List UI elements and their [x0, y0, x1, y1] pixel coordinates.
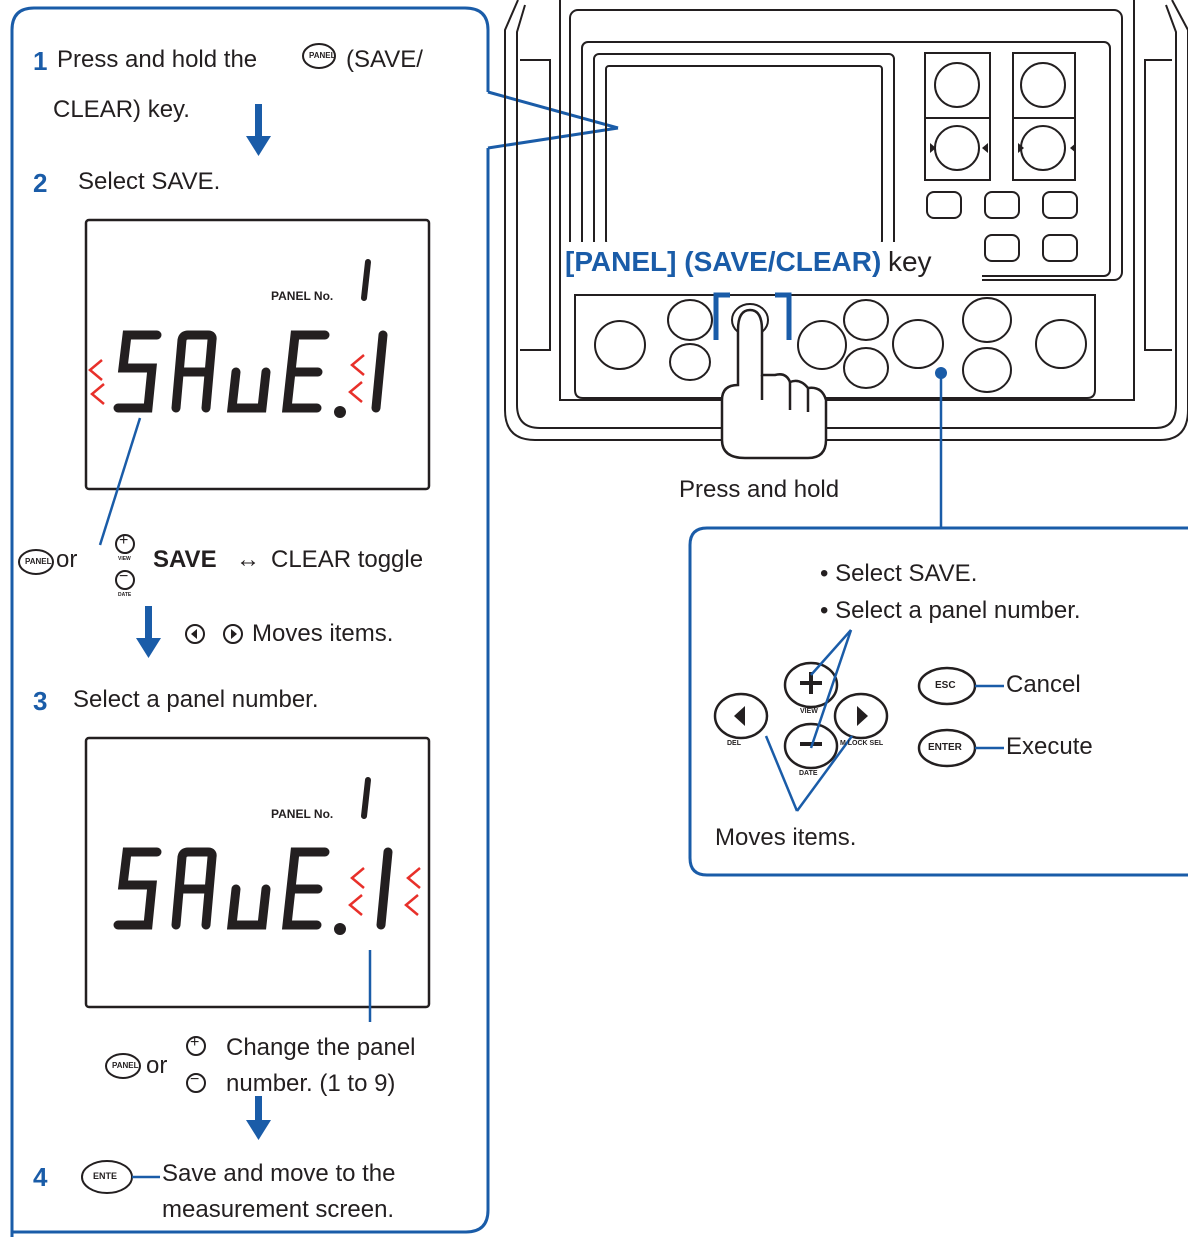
connector-top [487, 90, 619, 130]
legend-cancel: Cancel [1006, 671, 1081, 698]
callout-key-name: [PANEL] (SAVE/CLEAR) [565, 246, 882, 277]
change-plus: + [190, 1034, 200, 1051]
toggle-key-icons [18, 534, 243, 644]
steps-panel-border [10, 6, 490, 1237]
step-3-text: Select a panel number. [73, 686, 319, 713]
legend-view-label: VIEW [800, 708, 818, 715]
toggle-or: or [56, 546, 78, 573]
legend-bullet-panel: • Select a panel number. [820, 597, 1081, 624]
enter-key-icon-step4 [81, 1160, 160, 1194]
change-minus: − [190, 1071, 200, 1088]
legend-esc-key-label: ESC [935, 680, 956, 691]
toggle-view-label: VIEW [118, 556, 131, 562]
device-callout: [PANEL] (SAVE/CLEAR) key [565, 248, 932, 276]
change-line-1: Change the panel [226, 1034, 416, 1061]
enter-key-label: ENTE [93, 1171, 118, 1181]
toggle-rest: CLEAR toggle [271, 546, 424, 573]
toggle-plus: + [119, 532, 129, 549]
legend-lock-sel-label: M LOCK SEL [840, 740, 884, 747]
panel-key-highlight [713, 292, 792, 340]
lcd2-panel-no-label: PANEL No. [271, 807, 334, 821]
legend-del-label: DEL [727, 740, 741, 747]
toggle-panel-key-label: PANEL [25, 557, 52, 566]
step-1-text-save: (SAVE/ [346, 46, 423, 73]
legend-execute: Execute [1006, 733, 1093, 760]
legend-box-border [688, 526, 1188, 877]
legend-enter-key-label: ENTER [928, 742, 962, 753]
legend-date-label: DATE [799, 770, 818, 777]
legend-key-glyphs [734, 672, 868, 746]
hand-icon [720, 308, 828, 460]
toggle-date-label: DATE [118, 592, 132, 598]
step-1-text: Press and hold the [57, 46, 258, 73]
change-panel-key-label: PANEL [112, 1061, 139, 1070]
step-4-number: 4 [33, 1162, 48, 1192]
toggle-minus: − [119, 568, 129, 585]
legend-bullet-save: • Select SAVE. [820, 560, 978, 587]
lcd1-panel-no-label: PANEL No. [271, 289, 334, 303]
panel-key-icon-step1 [302, 43, 336, 69]
step-1-text-clear: CLEAR) key. [53, 96, 190, 123]
device-side-markers [930, 143, 1076, 153]
toggle-save: SAVE [153, 546, 217, 573]
callout-backdrop [562, 242, 982, 284]
toggle-moves-items: Moves items. [252, 620, 394, 647]
flow-arrows [136, 104, 271, 1140]
step-4-text-line1: Save and move to the [162, 1160, 396, 1187]
change-or: or [146, 1052, 168, 1079]
step-2-text: Select SAVE. [78, 168, 221, 195]
device-illustration [504, 0, 1188, 441]
legend-moves-items: Moves items. [715, 824, 857, 851]
step-3-number: 3 [33, 686, 48, 716]
lcd-display-panel-number [84, 736, 431, 1022]
press-and-hold-caption: Press and hold [679, 476, 840, 503]
lcd-display-save [84, 218, 431, 546]
step-2-number: 2 [33, 168, 48, 198]
callout-key-suffix: key [887, 246, 932, 277]
connector-bottom [487, 126, 619, 150]
panel-key-label: PANEL [309, 51, 336, 60]
step-4-text-line2: measurement screen. [162, 1196, 395, 1223]
change-key-icons [105, 1036, 206, 1093]
legend-pointer-lines [764, 629, 1004, 812]
toggle-arrow: ↔ [236, 546, 260, 573]
change-line-2: number. (1 to 9) [226, 1070, 396, 1097]
step-1-number: 1 [33, 46, 48, 76]
